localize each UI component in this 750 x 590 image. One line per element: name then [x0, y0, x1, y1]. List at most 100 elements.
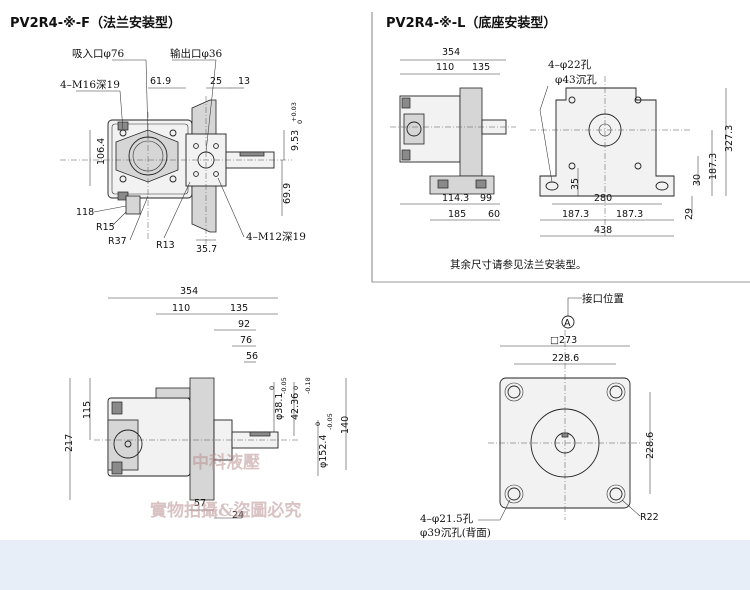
watermark-line2: 實物拍攝&盜圖必究: [150, 500, 301, 521]
label-187-3-right: 187.3: [616, 209, 643, 220]
outlet-bolt: [213, 143, 219, 149]
leader-r13: [163, 181, 191, 239]
label-61-9: 61.9: [150, 76, 171, 87]
corner-pad: [111, 401, 123, 415]
footer-band: [0, 540, 750, 590]
label-76: 76: [240, 335, 252, 346]
flange-bolt-hole: [169, 129, 177, 137]
label-25: 25: [210, 76, 222, 87]
base-bolt: [634, 96, 642, 104]
leader-end-hole: [478, 499, 511, 521]
label-354: 354: [442, 47, 460, 58]
side-port-center: [124, 440, 132, 448]
side-shaft-key: [249, 431, 271, 437]
leader-outlet: [172, 59, 217, 153]
end-bolt-hole: [507, 385, 521, 399]
tol-42-36-lower: -0.18: [304, 377, 312, 394]
label-base-spot: φ43沉孔: [555, 73, 597, 86]
shaft-key: [239, 151, 265, 157]
label-135-side: 135: [230, 303, 248, 314]
label-110-side: 110: [172, 303, 190, 314]
end-spotface: [606, 382, 626, 402]
base-bolt: [568, 96, 576, 104]
end-view: 接口位置 A □273 228.6 228.6 4–φ21.5孔 φ39沉孔(背…: [420, 292, 659, 539]
label-29: 29: [684, 208, 695, 220]
corner-pad: [401, 97, 411, 109]
base-bolt: [634, 162, 642, 170]
label-thread-right: 4–M12深19: [246, 231, 306, 243]
side-mount-flange: [189, 377, 215, 501]
label-r15: R15: [96, 222, 115, 233]
flange-title: PV2R4-※-F（法兰安装型）: [10, 15, 181, 31]
leader-thread-left: [76, 90, 124, 131]
end-spotface: [504, 484, 524, 504]
end-spotface: [504, 382, 524, 402]
flange-view: PV2R4-※-F（法兰安装型） 吸入口φ76 输出口φ36: [10, 15, 306, 255]
port-marker-letter: A: [564, 318, 571, 329]
label-110: 110: [436, 62, 454, 73]
label-9-53: 9.53: [290, 130, 301, 151]
side-port: [113, 429, 143, 459]
label-port-position: 接口位置: [582, 292, 624, 305]
tol-152-4-upper: 0: [314, 422, 322, 426]
outlet-bolt: [213, 171, 219, 177]
label-suction: 吸入口φ76: [72, 48, 125, 60]
base-foot-hole: [655, 181, 669, 191]
label-228-6: 228.6: [552, 353, 579, 364]
end-bolt-hole: [609, 385, 623, 399]
base-bolt: [568, 162, 576, 170]
label-140: 140: [340, 416, 351, 434]
tol-38-1-upper: 0: [268, 386, 276, 390]
tol-38-1-lower: -0.05: [280, 377, 288, 394]
leader-port-position: [567, 297, 582, 316]
foot-hole: [475, 179, 487, 189]
leader-r15: [111, 211, 127, 227]
label-r13: R13: [156, 240, 175, 251]
port-marker: [561, 315, 575, 329]
label-thread-left: 4–M16深19: [60, 79, 120, 91]
label-135: 135: [472, 62, 490, 73]
label-13: 13: [238, 76, 250, 87]
label-114-3: 114.3: [442, 193, 469, 204]
tol-9-53-lower: 0: [296, 120, 304, 124]
base-view: PV2R4-※-L（底座安装型） 354 110 135 114.3 99 18…: [386, 15, 735, 271]
label-r22: R22: [640, 512, 659, 523]
label-end-hole: 4–φ21.5孔: [420, 512, 474, 525]
label-56: 56: [246, 351, 258, 362]
label-280: 280: [594, 193, 612, 204]
corner-pad: [401, 149, 411, 161]
label-217: 217: [64, 434, 75, 452]
tol-9-53-upper: +0.03: [290, 102, 298, 122]
side-view: 354 110 135 92 76 56 217 115 φ38.1 0 -0.…: [64, 286, 351, 521]
label-35-7: 35.7: [196, 244, 217, 255]
foot-hole: [437, 179, 449, 189]
label-42-36: 42.36: [290, 393, 301, 420]
leader-r22: [621, 499, 641, 517]
label-106-4: 106.4: [96, 138, 107, 165]
base-note: 其余尺寸请参见法兰安装型。: [450, 258, 587, 271]
label-base-hole: 4–φ22孔: [548, 58, 592, 71]
panel-frame: [371, 12, 750, 283]
label-273: □273: [550, 335, 577, 346]
label-118: 118: [76, 207, 94, 218]
label-115: 115: [82, 401, 93, 419]
end-spotface: [606, 484, 626, 504]
end-bolt-hole: [609, 487, 623, 501]
label-187-3-left: 187.3: [562, 209, 589, 220]
leader-base-hole: [539, 85, 553, 183]
corner-pad: [111, 461, 123, 475]
label-327-3: 327.3: [724, 125, 735, 152]
label-187-3: 187.3: [708, 153, 719, 180]
flange-bolt-hole: [119, 175, 127, 183]
label-outlet: 输出口φ36: [170, 47, 223, 60]
leader-thread-right: [217, 177, 245, 238]
watermark-line1: 中科液壓: [192, 452, 260, 473]
label-99: 99: [480, 193, 492, 204]
label-57: 57: [194, 498, 206, 509]
label-24: 24: [232, 510, 244, 521]
leader-r37: [129, 195, 149, 241]
label-end-spot: φ39沉孔(背面): [420, 526, 491, 539]
base-mount-flange: [459, 87, 483, 177]
outlet-bolt: [193, 171, 199, 177]
